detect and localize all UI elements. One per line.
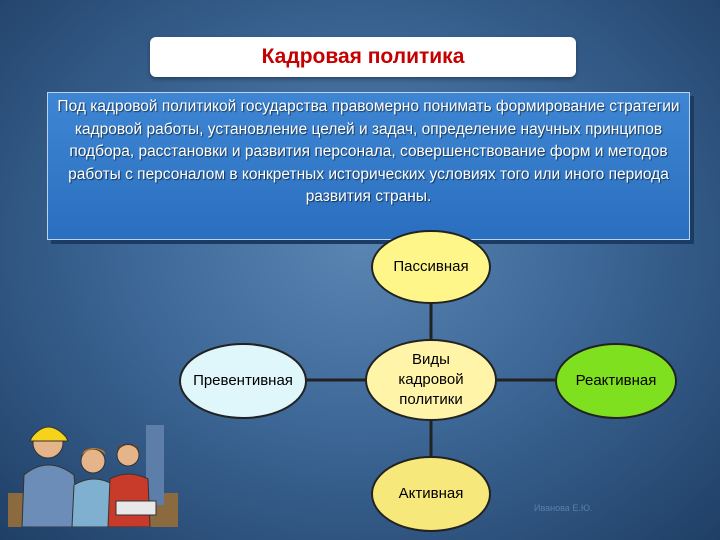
node-right-shape bbox=[555, 343, 677, 419]
node-bottom-label: Активная bbox=[398, 485, 464, 502]
node-center-label: Виды кадровой политики bbox=[398, 351, 464, 408]
office-workers-icon bbox=[8, 425, 178, 527]
connectors bbox=[306, 302, 556, 456]
node-top-shape bbox=[371, 230, 491, 304]
node-left-label: Превентивная bbox=[193, 372, 293, 389]
title-box: Кадровая политика bbox=[150, 37, 576, 77]
node-bottom-shape bbox=[371, 456, 491, 532]
definition-box: Под кадровой политикой государства право… bbox=[47, 92, 690, 240]
definition-text: Под кадровой политикой государства право… bbox=[57, 98, 680, 205]
node-center-shape bbox=[365, 339, 497, 421]
footer-author: Иванова Е.Ю. bbox=[534, 503, 593, 513]
node-right-label: Реактивная bbox=[575, 372, 657, 389]
node-left-shape bbox=[179, 343, 307, 419]
node-top-label: Пассивная bbox=[393, 258, 469, 275]
slide-title: Кадровая политика bbox=[261, 45, 465, 68]
